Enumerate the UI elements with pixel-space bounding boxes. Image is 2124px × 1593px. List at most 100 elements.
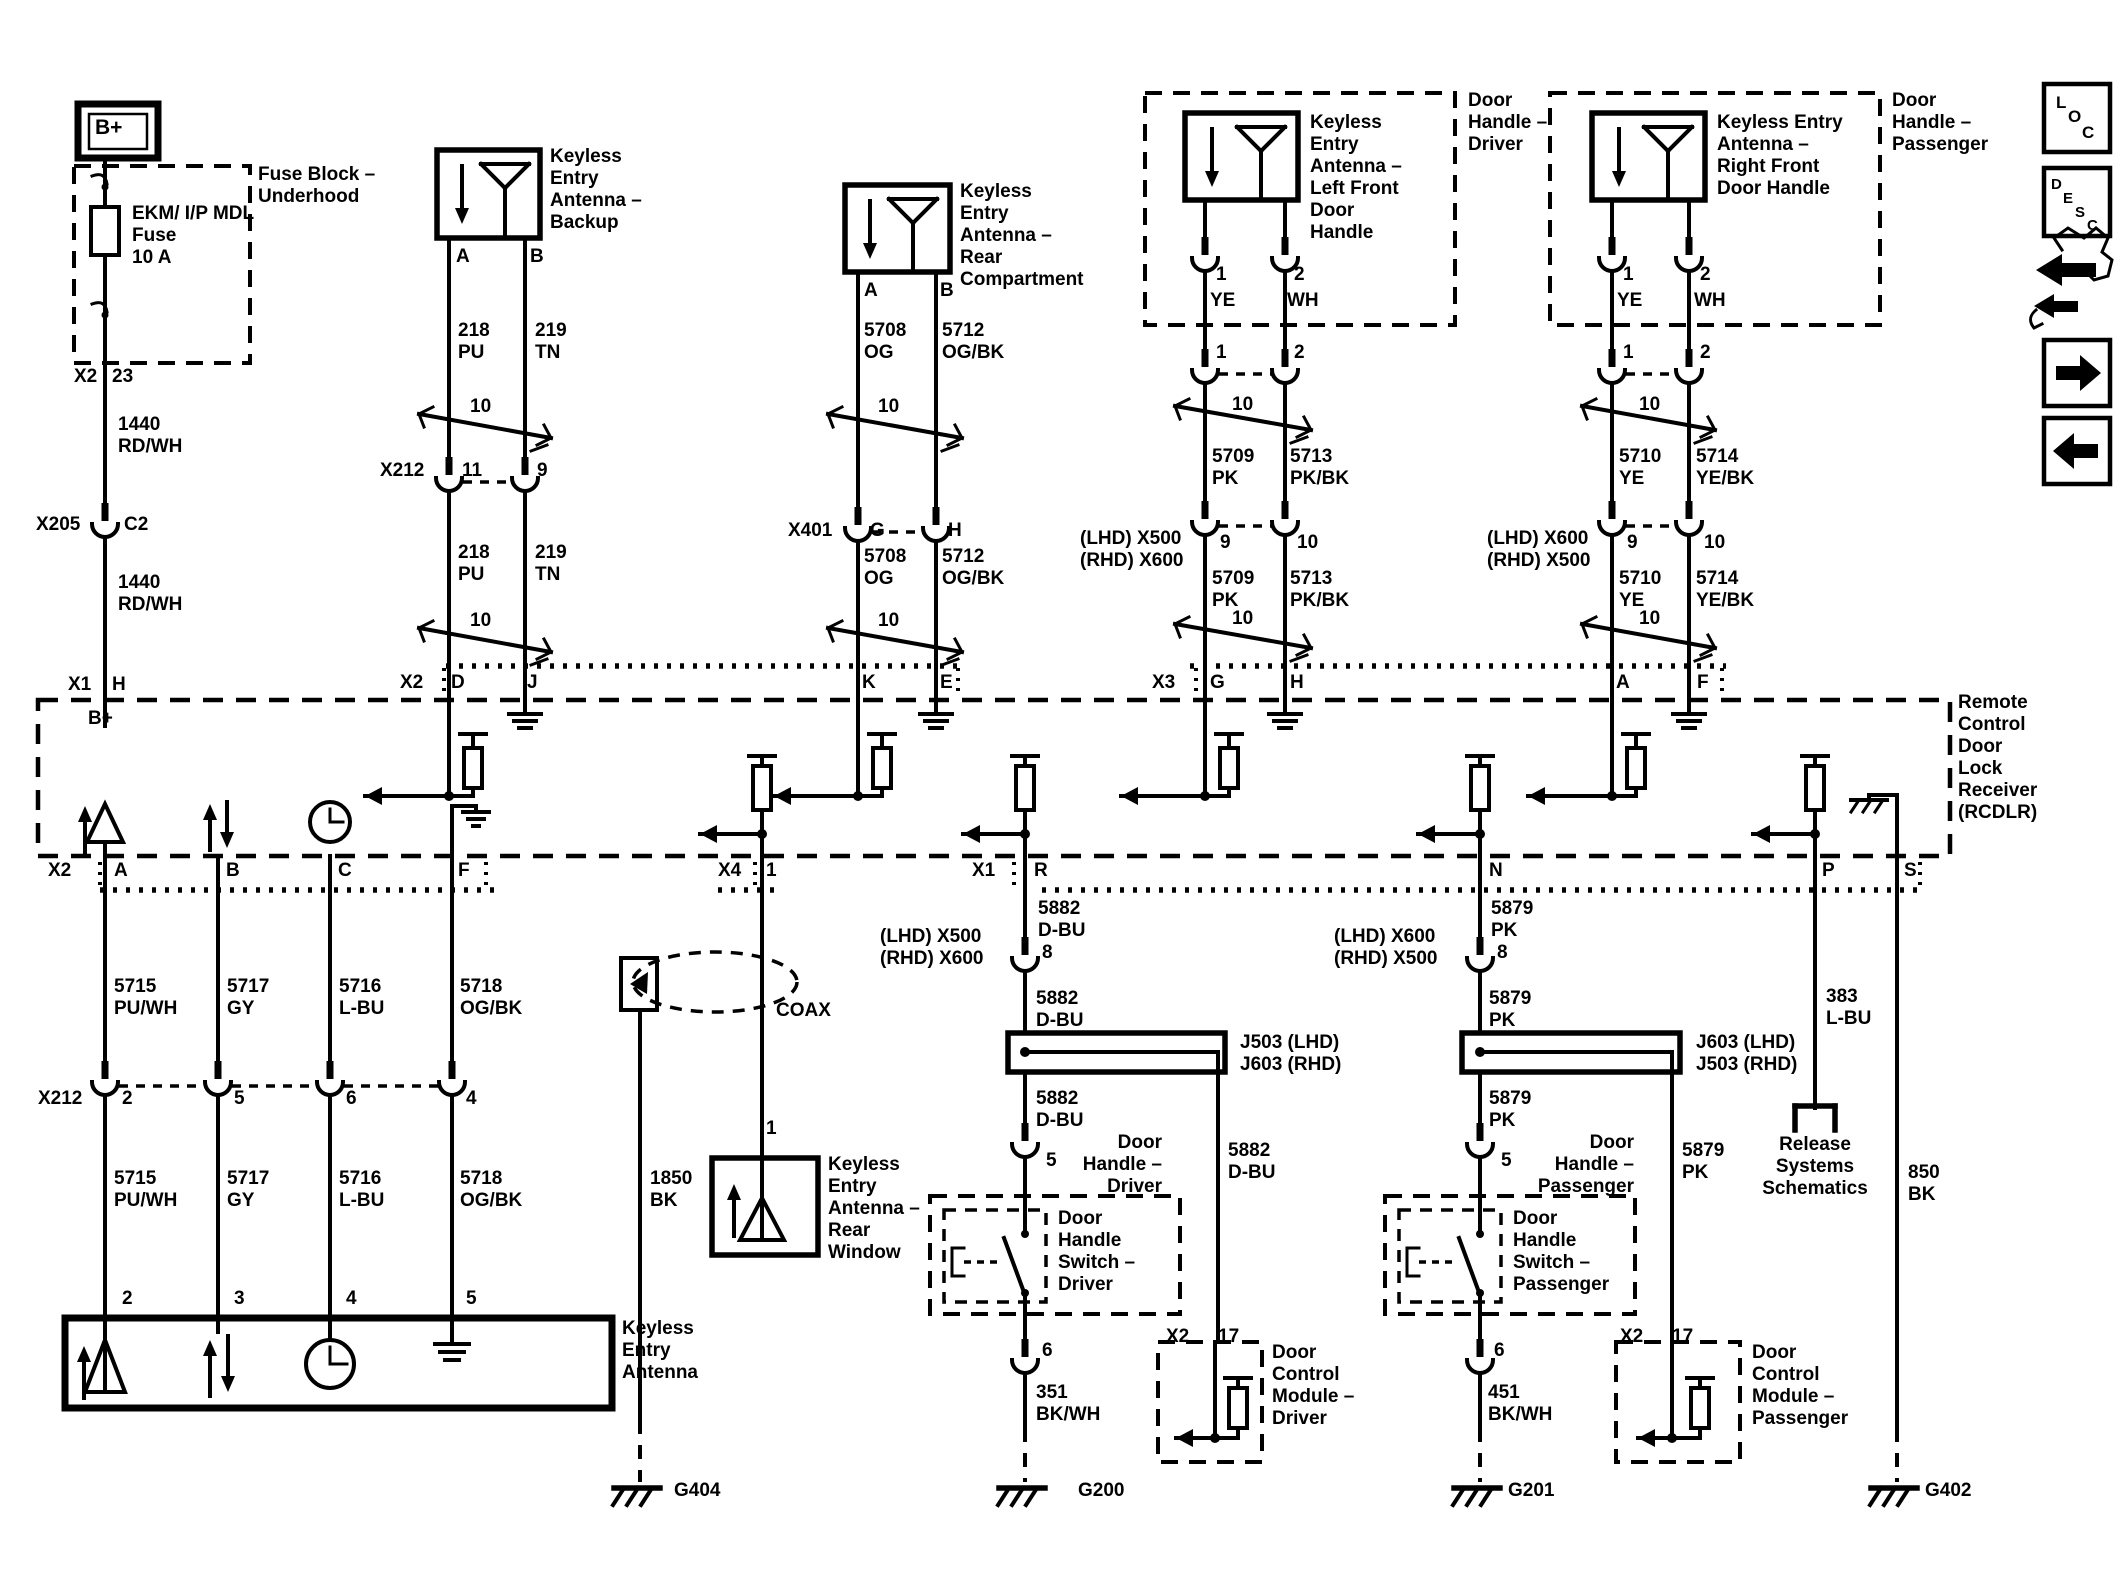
pin-6-lower: 6: [346, 1088, 357, 1109]
wire-5715-a1: 5715: [114, 976, 157, 997]
desc-button[interactable]: [2041, 165, 2113, 239]
pin-2-pass-a: 2: [1700, 264, 1711, 285]
pin-p: P: [1822, 860, 1835, 881]
ant-rf-name-4: Door Handle: [1717, 178, 1830, 199]
splice-j503-d1: J503 (LHD): [1240, 1032, 1340, 1053]
pin-2-lower: 2: [122, 1088, 133, 1109]
conn-x4: X4: [718, 860, 742, 881]
pin-5-driver: 5: [1046, 1150, 1057, 1171]
back-arrow-button[interactable]: [2041, 415, 2113, 487]
wire-5717-a1: 5717: [227, 976, 270, 997]
wire-5882-d2: D-BU: [1228, 1162, 1276, 1183]
ant-rear-name-1: Keyless: [960, 181, 1032, 202]
rcdlr-bplus: B+: [88, 708, 113, 729]
door-handle-pass-3: Passenger: [1892, 134, 1989, 155]
rcdlr-name-1: Remote: [1958, 692, 2028, 713]
pin-g-rear: G: [870, 520, 885, 541]
pin-4-lower: 4: [466, 1088, 477, 1109]
pin-2-driver-b: 2: [1294, 342, 1305, 363]
wire-451-2: BK/WH: [1488, 1404, 1553, 1425]
chassis-ground-icon: [1848, 793, 1899, 858]
ant-backup-name-4: Backup: [550, 212, 619, 233]
ant-rf-name-3: Right Front: [1717, 156, 1820, 177]
pin-4-kea: 4: [346, 1288, 357, 1309]
fuse-rating: 10 A: [132, 247, 172, 268]
desc-letter: C: [2087, 217, 2098, 234]
release-systems-branch: [1792, 854, 1838, 1133]
pin-10-driver: 10: [1297, 532, 1319, 553]
pin-b-bottom: B: [226, 860, 240, 881]
pin-3-kea: 3: [234, 1288, 245, 1309]
wire-218-a2: PU: [458, 342, 485, 363]
shield-backup-1: 10: [470, 396, 492, 417]
wrench-arrows-icon[interactable]: [2029, 226, 2114, 330]
pin-1-pass-a: 1: [1623, 264, 1634, 285]
release-label-2: Systems: [1775, 1156, 1855, 1177]
wire-5718-a1: 5718: [460, 976, 503, 997]
door-handle-passenger-box: [1548, 91, 1882, 702]
dcm-pass-1: Door: [1752, 1342, 1797, 1363]
wire-351-2: BK/WH: [1036, 1404, 1101, 1425]
switch-driver-name-1: Door: [1058, 1208, 1103, 1229]
ant-rf-name-2: Antenna –: [1717, 134, 1809, 155]
wire-5716-a1: 5716: [339, 976, 382, 997]
door-handle-pass-1: Door: [1892, 90, 1937, 111]
wire-219-a2: TN: [535, 342, 561, 363]
wire-5709-a2: PK: [1212, 468, 1239, 489]
door-handle-pass-2: Handle –: [1892, 112, 1972, 133]
conn-x205: X205: [36, 514, 81, 535]
loc-button[interactable]: [2041, 81, 2113, 155]
pin-h: H: [112, 674, 126, 695]
wire-5882-b1: 5882: [1036, 988, 1079, 1009]
wire-5716-b1: 5716: [339, 1168, 382, 1189]
conn-x2-dcm-d: X2: [1166, 1326, 1190, 1347]
wire-5713-a2: PK/BK: [1290, 468, 1350, 489]
ant-rf-name-1: Keyless Entry: [1717, 112, 1843, 133]
pin-c2: C2: [124, 514, 149, 535]
splice-j603-p2: J503 (RHD): [1696, 1054, 1798, 1075]
wire-wh-driver: WH: [1287, 290, 1319, 311]
pin-r: R: [1034, 860, 1048, 881]
updown-arrows-icon: [203, 1316, 235, 1398]
ant-lf-name-1: Keyless: [1310, 112, 1382, 133]
conn-x212-lower: X212: [38, 1088, 83, 1109]
wire-850-2: BK: [1908, 1184, 1936, 1205]
release-label-1: Release: [1779, 1134, 1851, 1155]
switch-pass-name-2: Handle: [1513, 1230, 1577, 1251]
conn-pass-lhd: (LHD) X600: [1487, 528, 1589, 549]
fuse-block-title-1: Fuse Block –: [258, 164, 376, 185]
ant-rw-name-1: Keyless: [828, 1154, 900, 1175]
wire-5716-a2: L-BU: [339, 998, 385, 1019]
wire-5879-a1: 5879: [1491, 898, 1534, 919]
desc-letter: E: [2063, 190, 2074, 207]
door-handle-driver-1: Door: [1468, 90, 1513, 111]
door-handle-pass-lbl-1: Door: [1589, 1132, 1634, 1153]
fuse-name-2: Fuse: [132, 225, 177, 246]
pin-5-pass: 5: [1501, 1150, 1512, 1171]
wire-5718-b1: 5718: [460, 1168, 503, 1189]
pin-9-pass: 9: [1627, 532, 1638, 553]
next-arrow-button[interactable]: [2041, 337, 2113, 409]
wire-5709-b2: PK: [1212, 590, 1239, 611]
switch-pass-name-1: Door: [1513, 1208, 1558, 1229]
wire-5879-d1: 5879: [1682, 1140, 1725, 1161]
wire-1850-2: BK: [650, 1190, 678, 1211]
shield-pass-1: 10: [1639, 394, 1661, 415]
wire-5717-b2: GY: [227, 1190, 255, 1211]
conn-x2-dcm-p: X2: [1620, 1326, 1644, 1347]
shield-rear-1: 10: [878, 396, 900, 417]
wire-5879-c1: 5879: [1489, 1088, 1532, 1109]
pin-1-coax: 1: [766, 860, 777, 881]
wire-5708-a1: 5708: [864, 320, 907, 341]
wire-5712-a2: OG/BK: [942, 342, 1005, 363]
battery-terminal-label: B+: [95, 116, 123, 139]
loc-letter: C: [2082, 123, 2095, 142]
pin-10-pass: 10: [1704, 532, 1726, 553]
wire-5715-b2: PU/WH: [114, 1190, 178, 1211]
conn-x2-top: X2: [400, 672, 424, 693]
pin-d: D: [451, 672, 465, 693]
wire-5709-b1: 5709: [1212, 568, 1255, 589]
ground-g402: G402: [1925, 1480, 1972, 1501]
wire-5713-b2: PK/BK: [1290, 590, 1350, 611]
wire-351-1: 351: [1036, 1382, 1068, 1403]
